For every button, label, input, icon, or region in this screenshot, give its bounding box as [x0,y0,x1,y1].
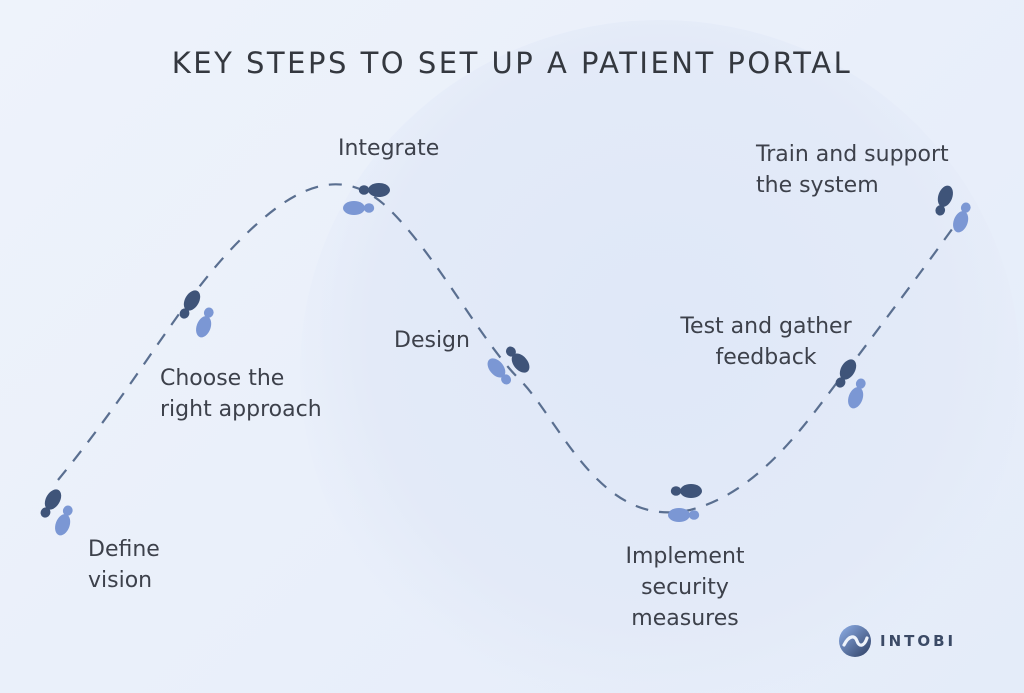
step-label-design: Design [394,328,470,353]
step-label-test-feedback: Test and gather feedback [680,314,852,370]
step-label-define-vision: Define vision [88,537,160,593]
step-label-implement-security: Implement security measures [625,544,745,631]
step-label-train-support: Train and support the system [756,142,949,198]
footprints-integrate [343,183,390,215]
footprints-implement-security [668,484,702,522]
brand-name: INTOBI [880,632,957,650]
background-blob [300,20,1020,693]
footprints-design [483,343,534,388]
footprints-choose-approach [175,287,218,340]
step-label-integrate: Integrate [338,136,440,161]
step-label-choose-approach: Choose the right approach [160,366,322,422]
footprints-define-vision [36,486,77,538]
brand-logo-icon [839,625,871,657]
page-title: KEY STEPS TO SET UP A PATIENT PORTAL [171,46,853,80]
brand-logo: INTOBI [838,624,956,658]
